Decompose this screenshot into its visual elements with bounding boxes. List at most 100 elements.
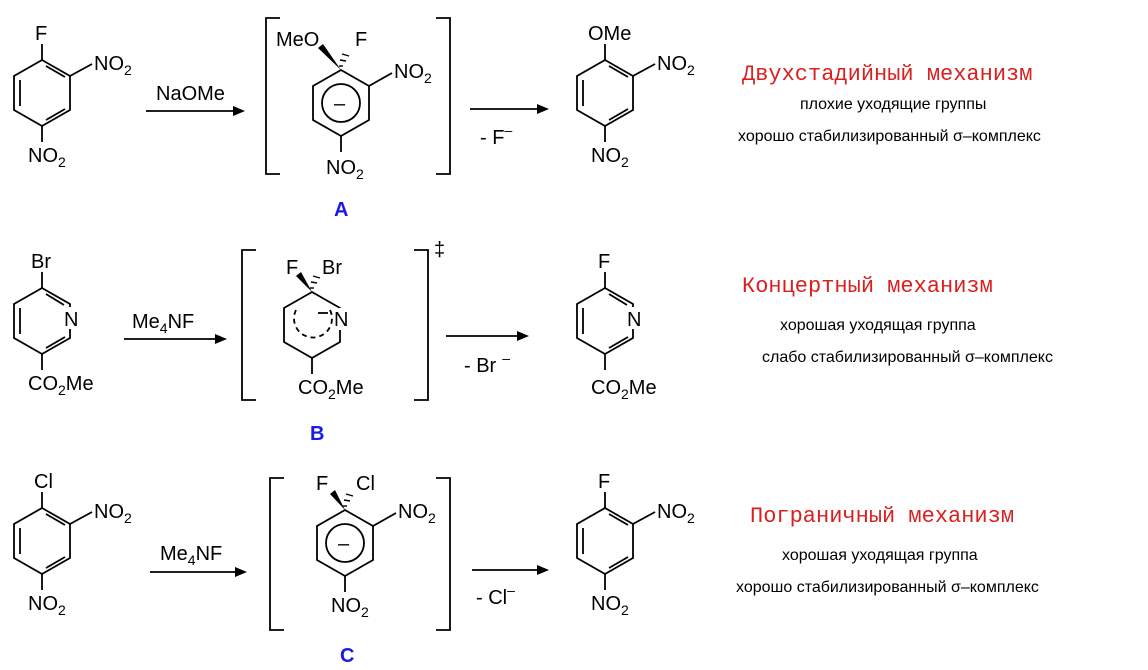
- atom-label-para: NO2: [326, 157, 364, 182]
- wedge-bond: [330, 490, 345, 510]
- atom-label-top: OMe: [588, 23, 631, 45]
- ring-double-bond: [608, 513, 629, 526]
- hash-line: [339, 59, 347, 62]
- reactant-2: Br N CO2Me: [13, 251, 94, 398]
- atom-label-para: NO2: [28, 593, 66, 618]
- charge-sign: –: [338, 533, 350, 555]
- hash-line: [341, 53, 350, 57]
- atom-label-para: CO2Me: [298, 377, 364, 402]
- benzene-ring: [13, 58, 71, 128]
- atom-label-top: F: [598, 251, 610, 273]
- reaction-arrow-3: Me4NF: [124, 311, 227, 344]
- mechanism-title: Пограничный механизм: [750, 504, 1014, 529]
- reagent-label: Me4NF: [160, 543, 222, 568]
- atom-label-para: NO2: [28, 145, 66, 170]
- ring-nitrogen: N: [64, 309, 78, 331]
- hash-bond: [339, 53, 350, 67]
- reaction-arrow-6: - Cl–: [472, 565, 549, 609]
- ring-double-bond: [45, 513, 66, 526]
- bracket-right: [436, 477, 451, 631]
- pyridine-ring: [13, 286, 71, 356]
- mechanism-note-1: хорошая уходящая группа: [782, 547, 978, 564]
- atom-label-ortho: NO2: [657, 53, 695, 78]
- atom-label-top: F: [598, 471, 610, 493]
- bond: [69, 511, 93, 525]
- bracket-left: [241, 249, 256, 401]
- leaving-group-label: - Br–: [464, 350, 510, 377]
- atom-mask: [64, 307, 80, 329]
- bracket-right: [414, 249, 429, 401]
- intermediate-c: – F Cl NO2 NO2 C: [269, 473, 451, 667]
- product-2: F N CO2Me: [576, 251, 657, 402]
- ring-double-bond: [45, 336, 66, 349]
- ring-double-bond: [608, 556, 629, 569]
- mechanism-note-2: хорошо стабилизированный σ–комплекс: [738, 128, 1041, 145]
- atom-label-ortho: NO2: [398, 501, 436, 526]
- reactant-1: F NO2 NO2: [13, 23, 132, 170]
- intermediate-label: A: [334, 199, 348, 221]
- pyridine-ring: [576, 286, 634, 356]
- partial-delocalization-arc: [293, 309, 333, 339]
- atom-label-right: Cl: [356, 473, 375, 495]
- ring-double-bond: [608, 108, 629, 121]
- intermediate-label: B: [310, 423, 324, 445]
- ring-double-bond: [45, 556, 66, 569]
- mechanism-note-2: хорошо стабилизированный σ–комплекс: [736, 579, 1039, 596]
- row-2: Br N CO2Me Me4NF ‡ N: [13, 239, 1053, 445]
- ring-double-bond: [45, 65, 66, 78]
- intermediate-a: – MeO F NO2 NO2 A: [265, 17, 451, 221]
- wedge-bond: [318, 44, 341, 70]
- atom-label-right: F: [355, 29, 367, 51]
- reaction-arrow-4: - Br–: [446, 331, 529, 377]
- atom-label-left: F: [286, 257, 298, 279]
- bond: [632, 511, 656, 525]
- intermediate-label: C: [340, 645, 354, 667]
- product-1: OMe NO2 NO2: [576, 23, 695, 170]
- leaving-group-label: - Cl–: [476, 582, 515, 609]
- atom-label-ortho: NO2: [657, 501, 695, 526]
- atom-label-left: F: [316, 473, 328, 495]
- bracket-left: [269, 477, 284, 631]
- intermediate-b: ‡ N F Br CO2Me B: [241, 239, 445, 445]
- arrow-head: [537, 104, 549, 114]
- mechanism-note-1: плохие уходящие группы: [800, 96, 986, 113]
- product-3: F NO2 NO2: [576, 471, 695, 618]
- arrow-head: [537, 565, 549, 575]
- arrow-head: [233, 106, 245, 116]
- atom-label-top: Cl: [34, 471, 53, 493]
- charge-sign: –: [334, 93, 346, 115]
- bond: [368, 72, 393, 87]
- benzene-ring: [13, 506, 71, 576]
- delocalized-charge-circle: [325, 523, 365, 563]
- leaving-group-label: - F–: [480, 122, 512, 149]
- bracket-left: [265, 17, 280, 175]
- arrow-head: [215, 334, 227, 344]
- arrow-head: [517, 331, 529, 341]
- bond: [69, 63, 93, 77]
- mechanism-description-1: Двухстадийный механизм плохие уходящие г…: [738, 62, 1041, 145]
- atom-label-ortho: NO2: [94, 53, 132, 78]
- atom-label-right: Br: [322, 257, 342, 279]
- atom-label-top: F: [35, 23, 47, 45]
- atom-label-para: NO2: [331, 595, 369, 620]
- hash-line: [310, 281, 318, 284]
- row-3: Cl NO2 NO2 Me4NF – F Cl: [13, 471, 1039, 667]
- atom-label-para: NO2: [591, 145, 629, 170]
- reaction-arrow-5: Me4NF: [150, 543, 247, 577]
- ring-double-bond: [608, 65, 629, 78]
- row-1: F NO2 NO2 NaOMe – MeO F: [13, 17, 1041, 221]
- atom-label-para: NO2: [591, 593, 629, 618]
- ring-nitrogen: N: [334, 309, 348, 331]
- atom-label-para: CO2Me: [591, 377, 657, 402]
- hash-bond: [343, 493, 354, 507]
- pyridine-ring: [283, 290, 341, 360]
- mechanism-description-3: Пограничный механизм хорошая уходящая гр…: [736, 504, 1039, 596]
- ring-double-bond: [608, 293, 628, 306]
- delocalized-charge-circle: [321, 83, 361, 123]
- atom-label-para: CO2Me: [28, 373, 94, 398]
- benzene-ring: [576, 506, 634, 576]
- reaction-arrow-2: - F–: [470, 104, 549, 149]
- hash-bond: [310, 275, 321, 289]
- atom-mask: [334, 308, 350, 330]
